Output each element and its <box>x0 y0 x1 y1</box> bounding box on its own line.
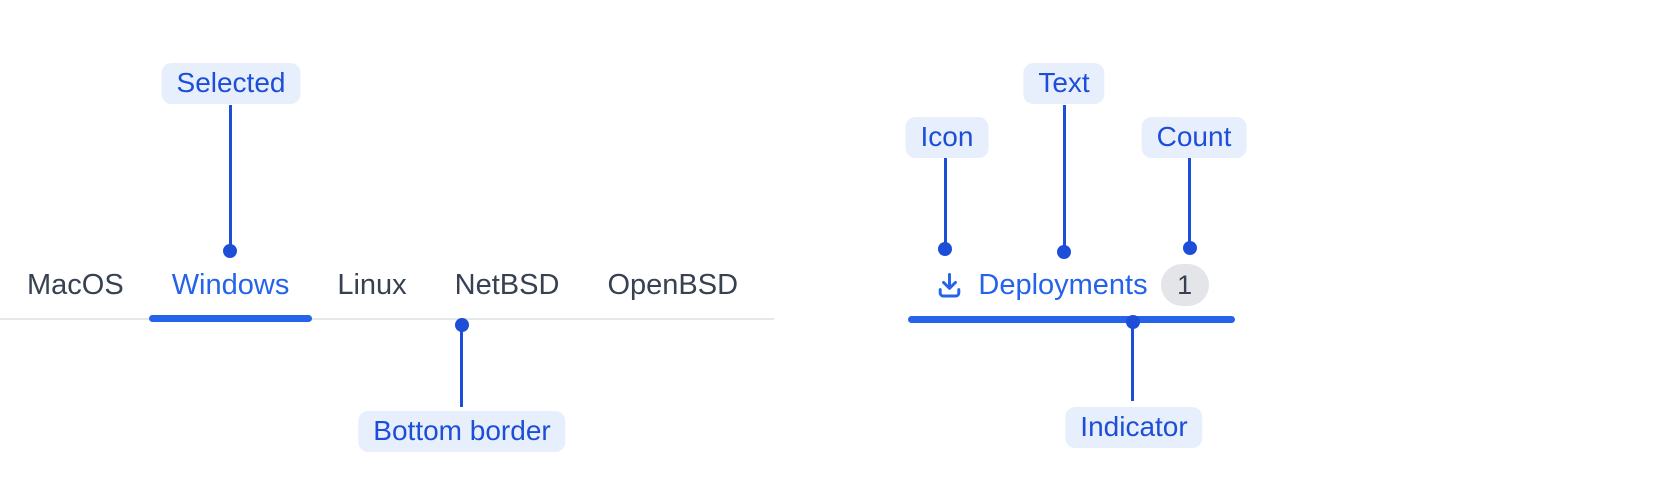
annotation-icon-label: Icon <box>905 117 989 158</box>
annotation-selected-label: Selected <box>161 63 301 104</box>
annotation-count-line <box>1188 158 1191 242</box>
annotation-bottom-border-dot <box>455 318 469 332</box>
download-icon <box>939 272 961 297</box>
annotation-indicator-label: Indicator <box>1065 407 1203 448</box>
active-tab-indicator <box>908 316 1235 323</box>
os-tabbar: MacOS Windows Linux NetBSD OpenBSD <box>0 252 774 322</box>
annotation-count-label: Count <box>1141 117 1247 158</box>
annotation-selected-line <box>229 105 232 245</box>
tab-linux-label: Linux <box>337 268 407 301</box>
annotation-indicator-line <box>1131 328 1134 401</box>
tab-linux[interactable]: Linux <box>313 252 430 318</box>
annotation-selected-dot <box>223 244 237 258</box>
annotation-icon-line <box>944 158 947 244</box>
annotation-icon-dot <box>938 242 952 256</box>
annotation-indicator-dot <box>1126 315 1140 329</box>
tab-windows[interactable]: Windows <box>148 252 314 322</box>
tab-netbsd-label: NetBSD <box>454 268 560 301</box>
tab-deployments-label: Deployments <box>978 268 1148 301</box>
annotation-text-line <box>1063 105 1066 246</box>
count-badge: 1 <box>1160 264 1209 306</box>
tab-deployments[interactable]: Deployments 1 <box>908 252 1235 323</box>
annotation-text-dot <box>1057 245 1071 259</box>
tab-macos-label: MacOS <box>27 268 124 301</box>
annotation-text-label: Text <box>1023 63 1105 104</box>
annotation-count-dot <box>1183 241 1197 255</box>
tab-openbsd[interactable]: OpenBSD <box>583 252 762 318</box>
annotation-bottom-border-label: Bottom border <box>358 411 566 452</box>
tab-openbsd-label: OpenBSD <box>607 268 739 301</box>
annotation-bottom-border-line <box>460 331 463 407</box>
tab-netbsd[interactable]: NetBSD <box>431 252 584 318</box>
tab-macos[interactable]: MacOS <box>3 252 148 318</box>
tab-windows-label: Windows <box>171 268 290 301</box>
